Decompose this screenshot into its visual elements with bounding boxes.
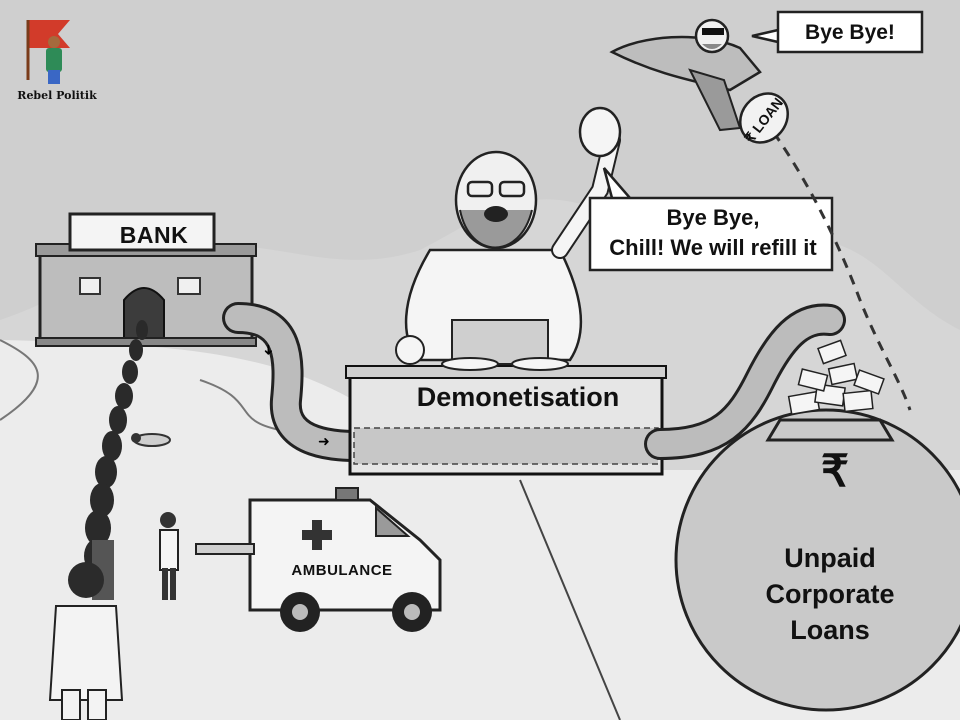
- speech-bubble-center: [588, 167, 834, 272]
- sack-rupee-symbol: ₹: [821, 447, 849, 496]
- money-sack: [674, 339, 960, 712]
- sack-line-3: Loans: [790, 615, 870, 645]
- stretcher: [195, 543, 255, 555]
- arrow-icon: ➜: [260, 344, 275, 356]
- loan-bag: [739, 92, 789, 144]
- raised-hand: [578, 106, 622, 158]
- speech-text-center: Bye Bye, Chill! We will refill it: [588, 203, 838, 263]
- paramedic: [159, 512, 179, 600]
- pipe-left: [225, 305, 373, 459]
- siren-light: [335, 487, 359, 501]
- sack-line-2: Corporate: [765, 579, 895, 609]
- speech-line-2: Chill! We will refill it: [609, 235, 817, 260]
- ambulance-label: AMBULANCE: [291, 562, 393, 579]
- pipe-right: [647, 306, 843, 457]
- platform-label: Demonetisation: [416, 382, 620, 412]
- speech-text-plane: Bye Bye!: [805, 21, 895, 44]
- ambulance: [195, 487, 442, 632]
- people-queue: [84, 320, 148, 600]
- waving-man: [395, 106, 622, 371]
- bank-sign-text: BANK: [119, 222, 189, 248]
- cash-notes: [787, 339, 885, 416]
- bank-sign-board: [68, 212, 216, 252]
- bank-door: [123, 287, 165, 343]
- speech-line-1: Bye Bye,: [666, 205, 760, 230]
- person-front: [48, 562, 124, 720]
- loan-trail: [750, 103, 912, 411]
- sack-label: Unpaid Corporate Loans: [730, 540, 930, 648]
- speech-bubble-plane: [751, 10, 924, 54]
- logo-text: Rebel Politik: [17, 89, 97, 102]
- sack-line-1: Unpaid: [784, 543, 876, 573]
- collapsed-person: [131, 433, 171, 447]
- rebel-politik-logo: [26, 20, 70, 84]
- demonetisation-platform: [345, 365, 667, 476]
- arrow-icon: ➜: [318, 435, 330, 450]
